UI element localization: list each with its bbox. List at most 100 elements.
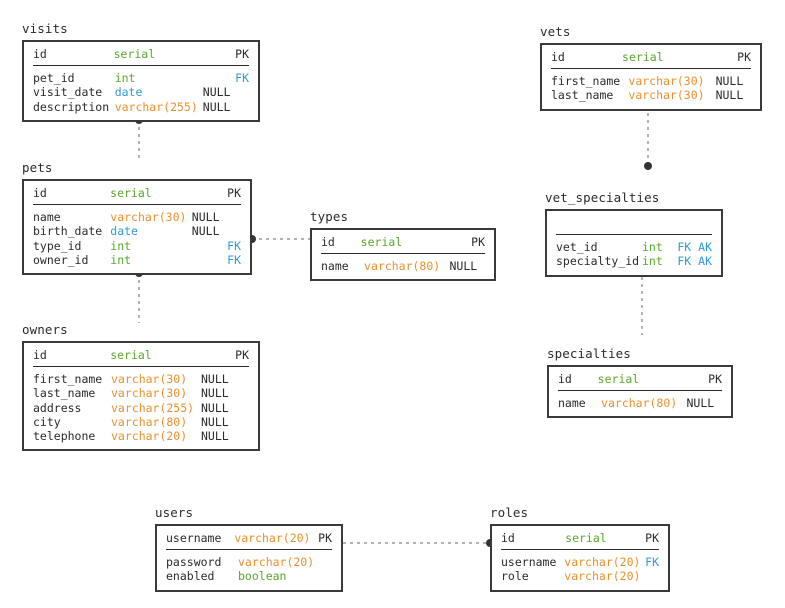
column-name: id	[33, 348, 47, 362]
key-divider	[33, 65, 249, 67]
column-type: serial	[565, 531, 607, 545]
column-nullable: NULL	[201, 400, 229, 415]
column-nullable: NULL	[715, 74, 744, 89]
column-type: boolean	[238, 569, 287, 584]
primary-key-section	[556, 216, 712, 230]
column-type: varchar(20)	[234, 531, 311, 545]
column-type: date	[110, 224, 138, 239]
entity-title: specialties	[547, 346, 631, 361]
column-name: password	[166, 555, 222, 570]
column-nullable: NULL	[201, 372, 229, 387]
column-key-flag	[328, 569, 332, 583]
entity-title: types	[310, 209, 349, 224]
column-type: varchar(80)	[364, 259, 441, 274]
column-key-flag: PK	[737, 50, 751, 64]
column-key-flag: FK	[235, 71, 249, 86]
column-key-flag	[645, 569, 659, 583]
column-type: varchar(30)	[628, 74, 705, 89]
column-type: varchar(30)	[111, 386, 188, 401]
column-nullable	[200, 348, 236, 362]
column-key-flag: FK AK	[677, 254, 712, 269]
entity-title: vet_specialties	[545, 190, 660, 205]
key-divider	[166, 549, 332, 551]
relationship-pets-owners	[135, 269, 143, 323]
column-key-flag: FK	[227, 238, 241, 253]
column-type: serial	[622, 50, 664, 64]
column-key-flag: FK	[227, 252, 241, 267]
column-name: telephone	[33, 429, 96, 444]
column-name: birth_date	[33, 224, 103, 239]
key-divider	[551, 68, 751, 70]
column-name: role	[501, 569, 529, 584]
empty-primary-key-row	[556, 216, 712, 230]
key-divider	[33, 204, 241, 206]
relationship-users-roles	[343, 539, 494, 547]
column-type: date	[114, 85, 143, 100]
column-name: type_id	[33, 238, 82, 253]
column-nullable: NULL	[686, 396, 715, 411]
column-name: enabled	[166, 569, 215, 584]
column-nullable	[192, 253, 227, 267]
key-divider	[33, 366, 249, 368]
column-type: varchar(20)	[564, 569, 641, 584]
column-name: username	[166, 531, 222, 545]
column-nullable: NULL	[201, 386, 229, 401]
column-key-flag: FK	[645, 555, 659, 570]
relationship-endpoint-dot	[644, 162, 652, 170]
relationship-vets-vet_specialties	[644, 113, 652, 170]
column-name: description	[33, 99, 110, 114]
column-type: int	[114, 71, 136, 86]
column-type: varchar(80)	[601, 396, 678, 411]
column-type: varchar(20)	[111, 429, 188, 444]
column-type: varchar(30)	[110, 210, 187, 225]
key-divider	[321, 253, 485, 255]
column-key-flag: PK	[318, 531, 332, 545]
entity-title: pets	[22, 160, 53, 175]
primary-key-section: username varchar(20) PK	[166, 531, 332, 545]
column-name: last_name	[551, 88, 614, 103]
column-type: serial	[113, 47, 156, 61]
column-nullable	[677, 372, 708, 386]
column-nullable	[192, 186, 228, 200]
column-nullable: NULL	[191, 210, 220, 225]
column-type: varchar(30)	[111, 372, 188, 387]
column-type: int	[642, 254, 663, 269]
column-key-flag	[237, 372, 249, 386]
column-type: varchar(30)	[628, 88, 705, 103]
column-name: id	[321, 235, 335, 249]
column-name: specialty_id	[556, 254, 640, 269]
column-name: last_name	[33, 386, 96, 401]
column-name: first_name	[551, 74, 621, 89]
empty-cell	[556, 216, 712, 230]
